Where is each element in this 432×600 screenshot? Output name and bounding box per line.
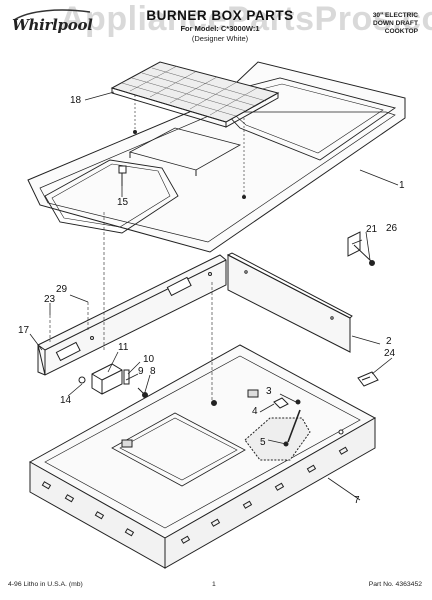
callout-1: 1 <box>399 180 405 191</box>
callout-4: 4 <box>252 406 258 417</box>
switch-assembly <box>78 363 148 398</box>
side-panel <box>226 252 353 353</box>
brand-name: Whirlpool <box>12 16 93 34</box>
footer-part-number: Part No. 4363452 <box>368 581 422 588</box>
product-line-3: COOKTOP <box>384 28 418 36</box>
callout-21: 21 <box>366 224 378 235</box>
title-block: BURNER BOX PARTS For Model: C*3000W:1 (D… <box>110 8 330 43</box>
footer-page-number: 1 <box>212 581 216 588</box>
callout-3: 3 <box>266 386 272 397</box>
callout-26: 26 <box>386 223 398 234</box>
logo-swoosh-icon <box>13 9 91 21</box>
callout-24: 24 <box>384 348 396 359</box>
burner-box <box>28 344 377 569</box>
front-panel <box>37 254 227 376</box>
callout-7: 7 <box>354 495 360 506</box>
watermark: AppliancePartsPros.com <box>60 0 432 38</box>
callout-17: 17 <box>18 325 30 336</box>
callout-9: 9 <box>138 366 144 377</box>
callout-5: 5 <box>260 437 266 448</box>
color-line: (Designer White) <box>191 34 249 43</box>
callout-14: 14 <box>60 395 72 406</box>
page-title: BURNER BOX PARTS <box>146 8 294 23</box>
callout-10: 10 <box>143 354 155 365</box>
screw-15 <box>118 165 127 186</box>
bracket-21 <box>347 231 375 266</box>
callout-18: 18 <box>70 95 82 106</box>
product-line-2: DOWN DRAFT <box>372 20 418 28</box>
callout-8: 8 <box>150 366 156 377</box>
footer-litho: 4-96 Litho in U.S.A. (mb) <box>8 581 83 588</box>
vent-grate <box>110 61 280 195</box>
element-cord <box>244 397 311 461</box>
model-line: For Model: C*3000W:1 <box>180 24 260 33</box>
callout-23: 23 <box>44 294 56 305</box>
callout-2: 2 <box>386 336 392 347</box>
product-line-1: 30" ELECTRIC <box>372 12 418 19</box>
callout-11: 11 <box>118 342 129 353</box>
product-description: 30" ELECTRIC DOWN DRAFT COOKTOP <box>340 12 418 37</box>
callout-15: 15 <box>117 197 129 208</box>
callout-29: 29 <box>56 284 68 295</box>
clip-24 <box>357 371 379 387</box>
brand-logo: Whirlpool <box>6 8 93 42</box>
